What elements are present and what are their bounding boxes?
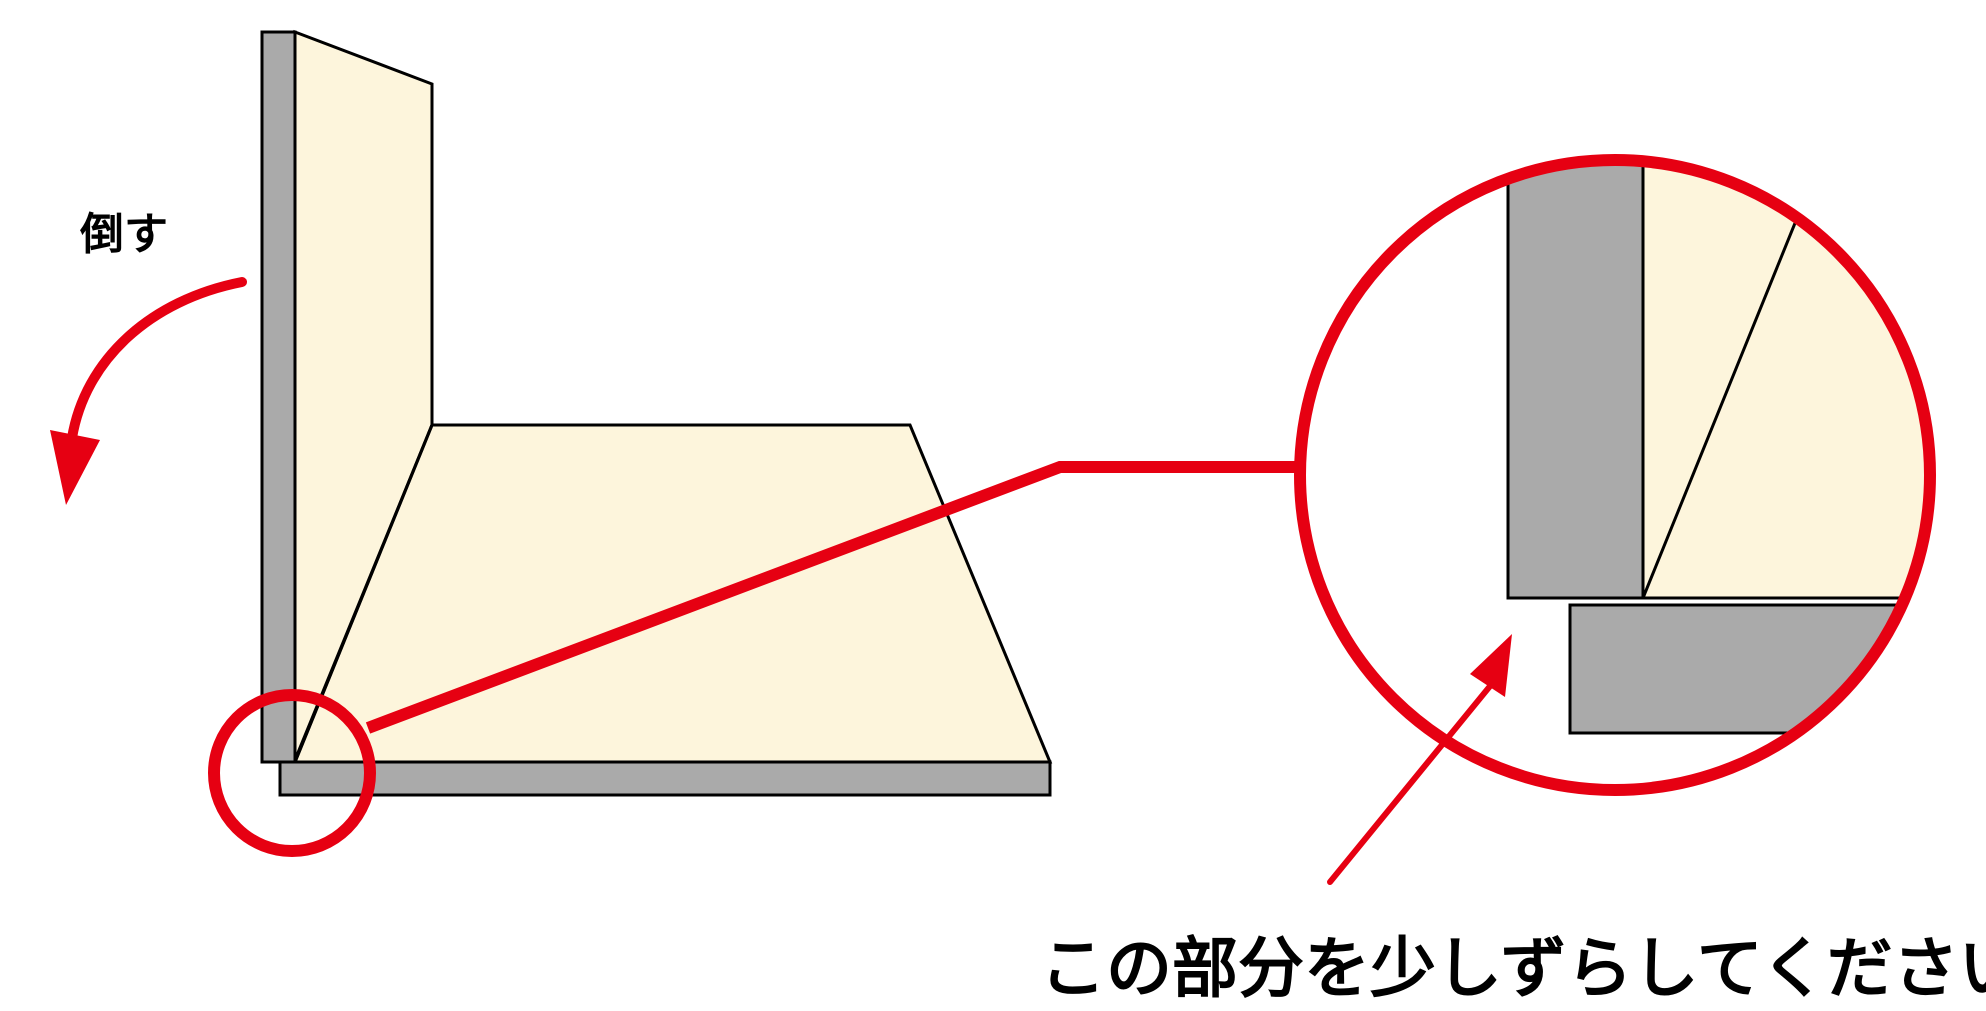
highlight-circle <box>208 689 376 857</box>
connector-line <box>365 461 1300 734</box>
bottom-board <box>278 423 1053 797</box>
arrow-icon <box>1327 634 1512 885</box>
fold-label: 倒す <box>80 209 168 260</box>
curved-arrow-icon <box>50 277 247 505</box>
bottom-board-edge <box>278 760 1052 797</box>
vertical-board-edge <box>260 30 297 764</box>
zoom-circle <box>1294 154 1936 796</box>
zoom-vertical-edge <box>1506 160 1645 600</box>
zoom-bottom-edge <box>1568 603 1930 735</box>
board-joint-line <box>293 424 434 763</box>
zoom-joint-line <box>1641 195 1808 599</box>
instruction-label: この部分を少しずらしてください <box>1040 930 1986 1007</box>
